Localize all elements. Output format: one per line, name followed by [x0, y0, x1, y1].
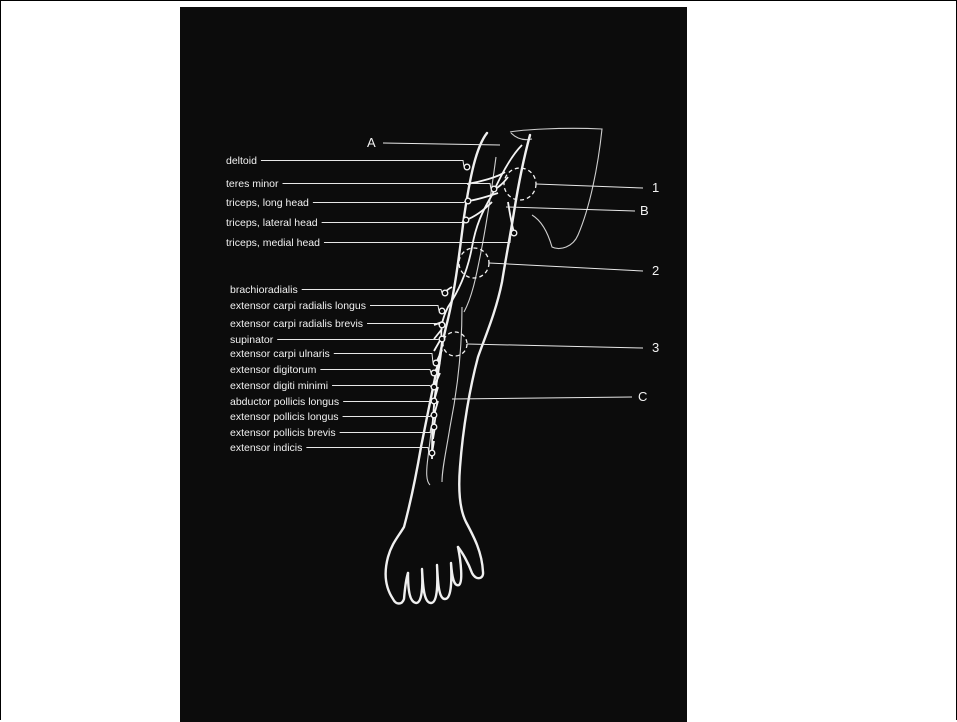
leader-marker-b: [506, 207, 635, 211]
hand-fingers: [408, 547, 461, 603]
diagram-panel: deltoid teres minor triceps, long head tric…: [180, 7, 687, 722]
leader-extensor-carpi-ulnaris: [334, 354, 433, 364]
nerve-branch-point: [491, 186, 497, 192]
site-number-3: 3: [652, 340, 659, 355]
leader-extensor-digiti-minimi: [332, 386, 431, 388]
nerve-branch-point: [439, 308, 445, 314]
site-number-2: 2: [652, 263, 659, 278]
label-extensor-digitorum: extensor digitorum: [230, 364, 317, 376]
label-triceps-lateral-head: triceps, lateral head: [226, 217, 318, 229]
leader-site-2: [489, 263, 643, 271]
leader-extensor-carpi-radialis-longus: [370, 306, 439, 312]
label-triceps-medial-head: triceps, medial head: [226, 237, 320, 249]
radial-nerve: [432, 145, 522, 459]
nerve-branch-point: [431, 398, 437, 404]
label-extensor-carpi-radialis-brevis: extensor carpi radialis brevis: [230, 318, 363, 330]
label-teres-minor: teres minor: [226, 178, 279, 190]
entrapment-site-3: [443, 332, 467, 356]
label-extensor-pollicis-longus: extensor pollicis longus: [230, 411, 339, 423]
leader-supinator: [277, 339, 439, 340]
label-extensor-digiti-minimi: extensor digiti minimi: [230, 380, 328, 392]
branch-long-head: [468, 193, 498, 201]
nerve-branch-point: [431, 370, 437, 376]
leader-triceps-lateral-head: [322, 220, 463, 223]
nerve-branch-point: [431, 424, 437, 430]
label-extensor-carpi-radialis-longus: extensor carpi radialis longus: [230, 300, 366, 312]
leader-extensor-pollicis-longus: [343, 415, 431, 417]
nerve-branch-point: [429, 450, 435, 456]
label-extensor-pollicis-brevis: extensor pollicis brevis: [230, 427, 336, 439]
humerus-outline: [464, 157, 496, 312]
marker-a: A: [367, 135, 376, 150]
marker-c: C: [638, 389, 647, 404]
nerve-branch-point: [442, 290, 448, 296]
shoulder-outline: [510, 128, 602, 248]
leader-site-1: [536, 184, 643, 188]
label-triceps-long-head: triceps, long head: [226, 197, 309, 209]
leader-marker-a: [383, 143, 500, 145]
nerve-branch-point: [464, 164, 470, 170]
leader-extensor-pollicis-brevis: [340, 427, 431, 433]
label-deltoid: deltoid: [226, 155, 257, 167]
leader-extensor-carpi-radialis-brevis: [367, 324, 439, 326]
leader-brachioradialis: [302, 290, 442, 294]
nerve-branch-point: [433, 360, 439, 366]
label-abductor-pollicis-longus: abductor pollicis longus: [230, 396, 339, 408]
site-number-1: 1: [652, 180, 659, 195]
label-supinator: supinator: [230, 334, 274, 346]
leader-extensor-indicis: [306, 448, 429, 454]
leader-abductor-pollicis-longus: [343, 401, 431, 402]
nerve-branch-point: [439, 322, 445, 328]
label-brachioradialis: brachioradialis: [230, 284, 298, 296]
label-extensor-carpi-ulnaris: extensor carpi ulnaris: [230, 348, 330, 360]
nerve-branch-point: [431, 412, 437, 418]
leader-site-3: [467, 344, 643, 348]
nerve-branch-point: [463, 217, 469, 223]
nerve-branch-point: [511, 230, 517, 236]
leader-marker-c: [452, 397, 632, 399]
leader-triceps-long-head: [313, 201, 465, 203]
leader-deltoid: [261, 161, 464, 168]
nerve-branch-point: [431, 384, 437, 390]
leader-extensor-digitorum: [320, 370, 431, 374]
arm-nerve-diagram: deltoid teres minor triceps, long head tric…: [180, 7, 687, 722]
label-extensor-indicis: extensor indicis: [230, 442, 302, 454]
leader-teres-minor: [283, 184, 491, 190]
nerve-branch-point: [465, 198, 471, 204]
entrapment-site-2: [459, 248, 489, 278]
marker-b: B: [640, 203, 649, 218]
